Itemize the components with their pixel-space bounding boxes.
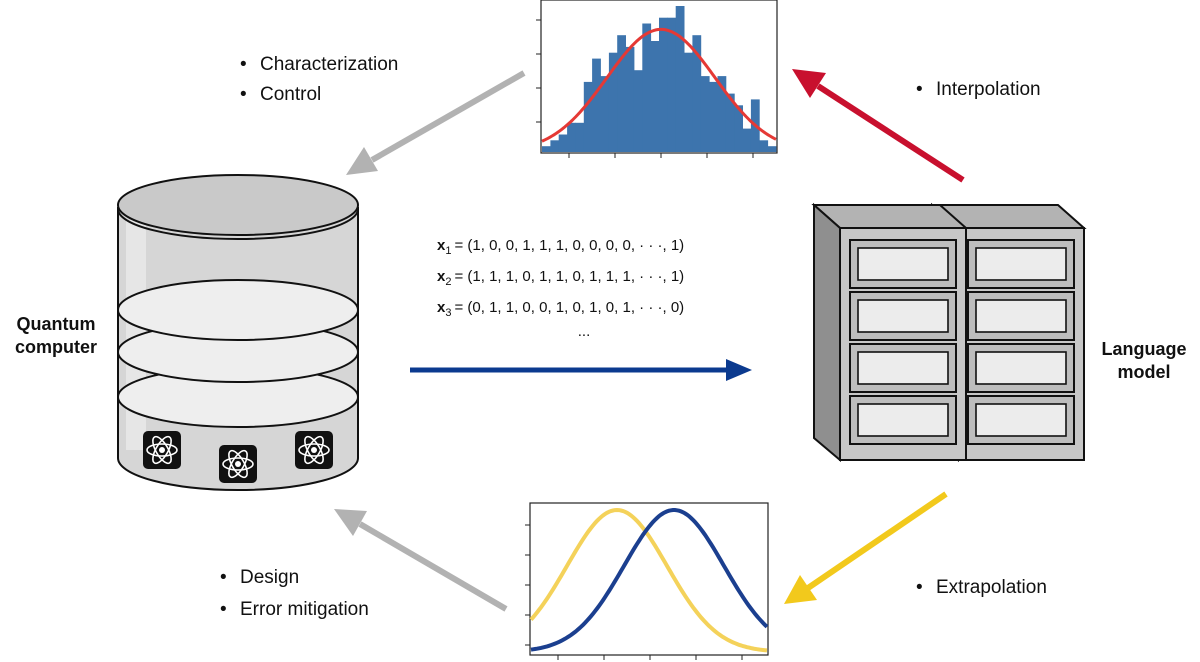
bullet-list-top-right: • Interpolation (916, 79, 1041, 100)
histogram-bar (550, 140, 560, 152)
histogram-fit-curve (541, 27, 777, 143)
rack-slot-panel (975, 247, 1067, 281)
histogram-bar (592, 58, 601, 152)
quantum-label-line1: Quantum (17, 314, 96, 334)
gaussian-axis-ticks (525, 524, 743, 660)
histogram-bar (567, 122, 576, 152)
histogram-bar (667, 17, 677, 153)
arrow-bottom-left (334, 509, 508, 612)
bullet-list-bottom-left: • Design • Error mitigation (220, 567, 369, 620)
arrow-top-right (792, 69, 965, 183)
histogram-bar (725, 93, 735, 152)
bullet-dot: • (240, 84, 247, 105)
bullet-list-top-left: • Characterization • Control (240, 54, 398, 105)
bullet-item: Interpolation (936, 79, 1041, 100)
histogram-bar (700, 76, 710, 152)
platter-disk (117, 279, 359, 341)
language-label-line2: model (1117, 362, 1170, 382)
language-model-racks (811, 202, 1087, 463)
histogram-bar (759, 140, 769, 152)
bullet-item: Design (240, 567, 299, 588)
sequence-var: x (437, 299, 446, 316)
histogram-axis-ticks (536, 19, 754, 158)
sequence-ellipsis: ... (578, 323, 591, 340)
quantum-label-line2: computer (15, 337, 97, 357)
bullet-dot: • (916, 79, 923, 100)
bullet-item: Characterization (260, 54, 398, 75)
arrow-center (410, 359, 752, 381)
sequence-var: x (437, 237, 446, 254)
histogram-bar (650, 41, 660, 152)
atom-icons (143, 431, 333, 483)
histogram-bar (659, 17, 668, 153)
histogram-bar (684, 52, 693, 153)
histogram-bar (633, 70, 643, 152)
atom-icon (295, 431, 333, 469)
histogram-bar (642, 23, 652, 152)
quantum-computer-cylinder (117, 174, 359, 491)
histogram-bar (742, 128, 752, 152)
sequence-row: x2= (1, 1, 1, 0, 1, 1, 0, 1, 1, 1, · · ·… (437, 268, 684, 288)
histogram-bar (692, 35, 702, 153)
language-model-label: Language model (1101, 339, 1186, 382)
bitstring-sequences: x1= (1, 0, 0, 1, 1, 1, 0, 0, 0, 0, · · ·… (437, 237, 684, 340)
language-label-line1: Language (1101, 339, 1186, 359)
sequence-var: x (437, 268, 446, 285)
arrow-bottom-right (784, 491, 948, 604)
histogram-bar (734, 105, 743, 152)
bullet-list-bottom-right: • Extrapolation (916, 577, 1047, 598)
histogram-bar (600, 76, 610, 152)
sequence-value: = (0, 1, 1, 0, 0, 1, 0, 1, 0, 1, · · ·, … (454, 299, 684, 316)
histogram-plot (536, 0, 778, 158)
histogram-bar (717, 76, 727, 152)
rack-slot-panel (857, 351, 949, 385)
histogram-bar (608, 52, 618, 153)
bullet-dot: • (240, 54, 247, 75)
sequence-row: x1= (1, 0, 0, 1, 1, 1, 0, 0, 0, 0, · · ·… (437, 237, 684, 257)
atom-icon (143, 431, 181, 469)
bullet-dot: • (220, 567, 227, 588)
bullet-dot: • (916, 577, 923, 598)
histogram-bar (542, 146, 551, 152)
histogram-bar (583, 81, 593, 152)
rack-slot-panel (975, 403, 1067, 437)
atom-icon (219, 445, 257, 483)
rack-slot-panel (857, 247, 949, 281)
rack-slot-panel (857, 403, 949, 437)
bullet-dot: • (220, 599, 227, 620)
histogram-bar (558, 134, 568, 152)
sequence-sub: 2 (445, 276, 451, 288)
histogram-bar (617, 35, 626, 153)
histogram-bar (675, 6, 685, 152)
sequence-value: = (1, 0, 0, 1, 1, 1, 0, 0, 0, 0, · · ·, … (454, 237, 684, 254)
gaussian-curve-blue (530, 508, 769, 652)
bullet-item: Control (260, 84, 321, 105)
histogram-bar (709, 81, 718, 152)
histogram-bar (625, 46, 635, 152)
sequence-sub: 1 (445, 245, 451, 257)
histogram-bar (767, 146, 777, 152)
quantum-computer-label: Quantum computer (15, 314, 97, 357)
bullet-item: Extrapolation (936, 577, 1047, 598)
gaussian-plot (525, 502, 769, 660)
arrow-top-left (346, 70, 526, 175)
rack-slot-panel (975, 351, 1067, 385)
rack-slot-panel (857, 299, 949, 333)
rack-slot-panel (975, 299, 1067, 333)
histogram-bar (575, 122, 585, 152)
bullet-item: Error mitigation (240, 599, 369, 620)
sequence-value: = (1, 1, 1, 0, 1, 1, 0, 1, 1, 1, · · ·, … (454, 268, 684, 285)
gaussian-curve-yellow (529, 507, 768, 653)
sequence-sub: 3 (445, 307, 451, 319)
sequence-row: x3= (0, 1, 1, 0, 0, 1, 0, 1, 0, 1, · · ·… (437, 299, 684, 319)
